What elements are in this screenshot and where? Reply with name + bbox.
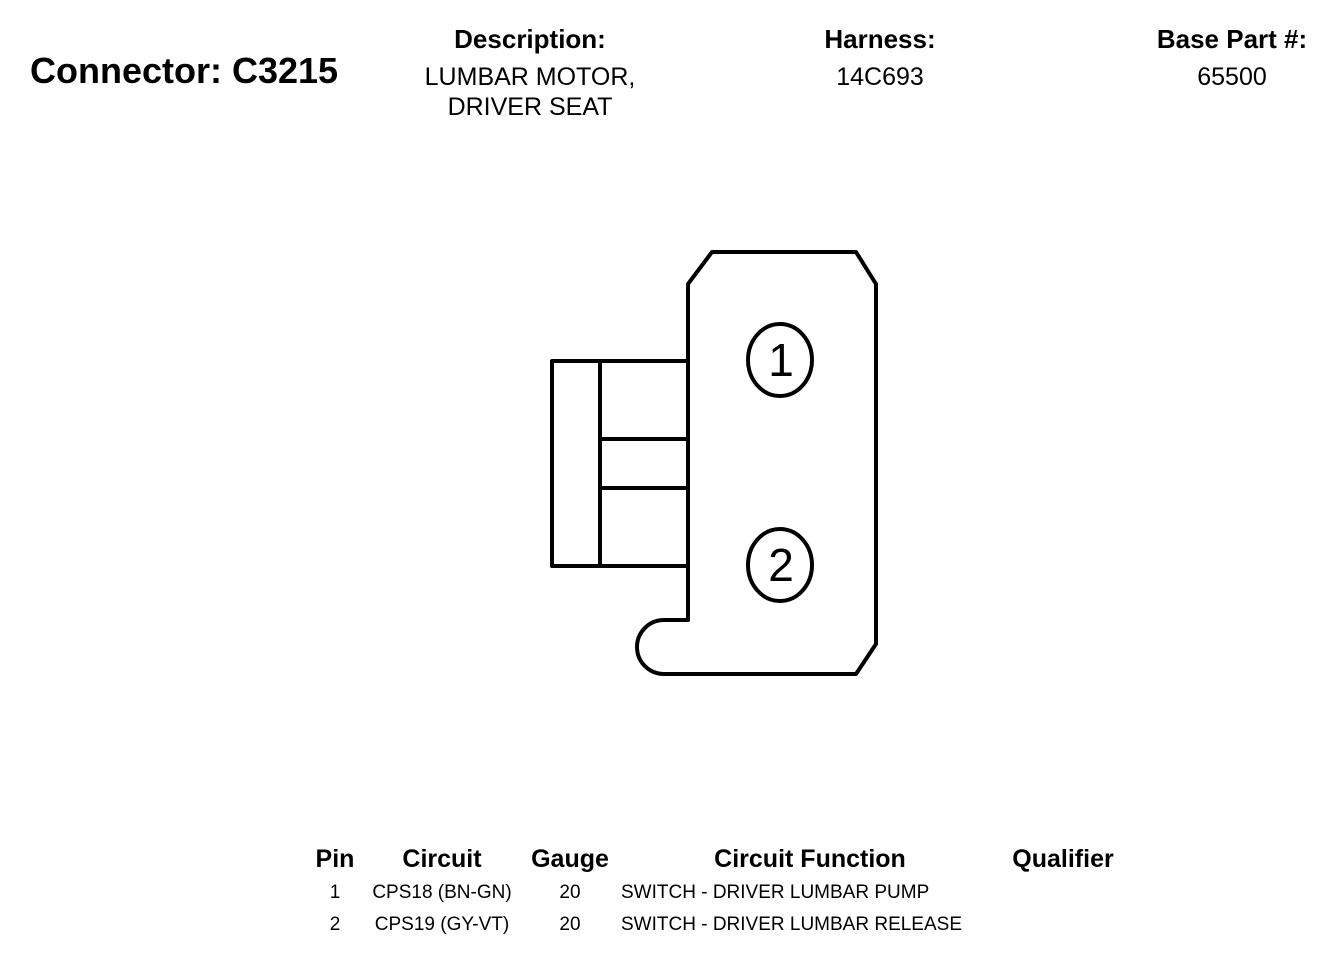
pin-2-cavity (746, 527, 814, 603)
header-pin: Pin (315, 845, 355, 873)
row-circuit: CPS18 (BN-GN) (372, 882, 512, 903)
row-pin: 2 (329, 914, 341, 935)
connector-latch (550, 359, 690, 568)
base-part-label: Base Part #: (1156, 24, 1308, 54)
description-label: Description: (454, 24, 606, 54)
pin-1-label: 1 (768, 334, 794, 386)
row-function: SWITCH - DRIVER LUMBAR RELEASE (621, 914, 962, 935)
row-gauge: 20 (559, 882, 581, 903)
pin-2-label: 2 (768, 539, 794, 591)
description-line-1: LUMBAR MOTOR, (424, 63, 636, 91)
base-part-value: 65500 (1197, 63, 1267, 91)
harness-label: Harness: (824, 24, 936, 54)
description-line-2: DRIVER SEAT (447, 93, 613, 121)
row-pin: 1 (329, 882, 341, 903)
header-circuit-function: Circuit Function (714, 845, 906, 873)
connector-title: Connector: C3215 (30, 50, 339, 91)
row-gauge: 20 (559, 914, 581, 935)
row-function: SWITCH - DRIVER LUMBAR PUMP (621, 882, 930, 903)
header-gauge: Gauge (531, 845, 609, 873)
header-qualifier: Qualifier (1012, 845, 1114, 873)
connector-face-diagram: 1 2 (550, 250, 878, 676)
pin-1-cavity (746, 322, 814, 398)
harness-value: 14C693 (836, 63, 924, 91)
header-circuit: Circuit (402, 845, 482, 873)
row-circuit: CPS19 (GY-VT) (374, 914, 510, 935)
connector-body (635, 250, 878, 676)
